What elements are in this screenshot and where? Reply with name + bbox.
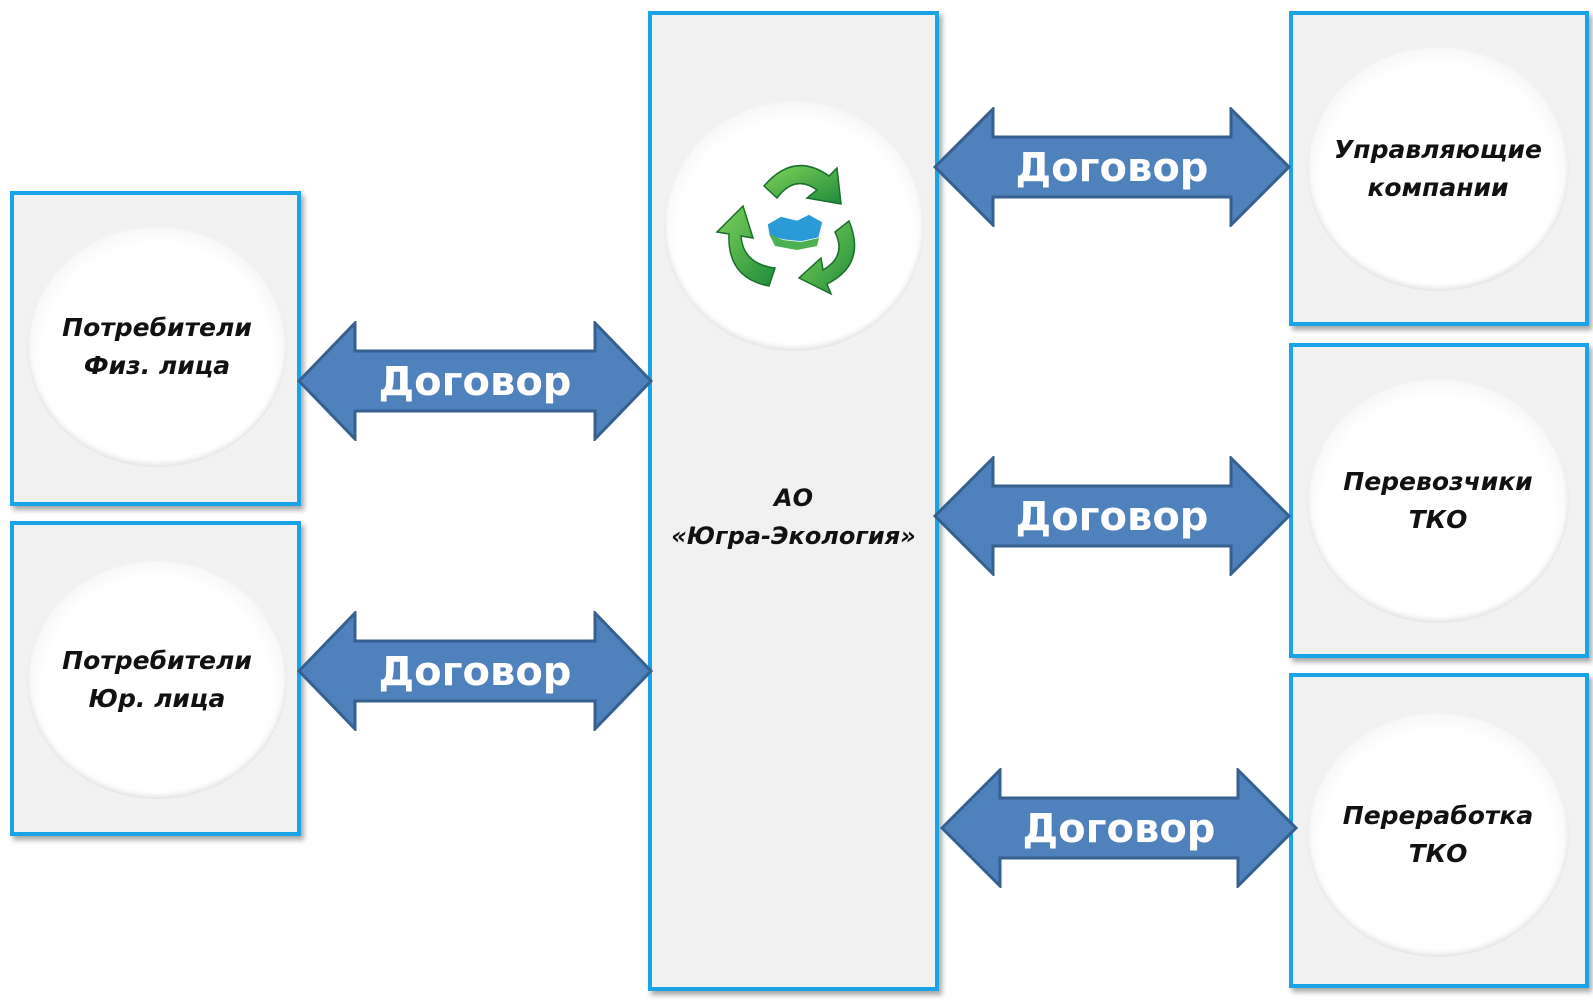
double-arrow-icon: [932, 454, 1292, 578]
node-label-line2: ТКО: [1408, 505, 1468, 534]
double-arrow-icon: [296, 609, 654, 733]
center-title-line1: АО: [774, 484, 813, 512]
node-center-company: АО «Югра-Экология»: [648, 11, 939, 991]
center-title-line2: «Югра-Экология»: [671, 522, 916, 550]
node-waste-processing: Переработка ТКО: [1289, 673, 1589, 988]
node-label-line2: компании: [1367, 173, 1509, 202]
recycle-logo-icon: [715, 164, 856, 296]
node-label-line1: Потребители: [62, 313, 252, 342]
contract-arrow-label: Договор: [378, 649, 572, 695]
contract-arrow-left-2: Договор: [296, 609, 654, 733]
node-label-line1: Потребители: [62, 646, 252, 675]
node-label-line1: Управляющие: [1334, 135, 1542, 164]
contract-arrow-label: Договор: [1022, 806, 1216, 852]
contract-arrow-label: Договор: [1015, 494, 1209, 540]
node-circle: Переработка ТКО: [1307, 713, 1569, 957]
node-waste-carriers: Перевозчики ТКО: [1289, 343, 1589, 658]
node-circle: Управляющие компании: [1307, 47, 1569, 291]
contract-arrow-right-3: Договор: [939, 766, 1299, 890]
node-consumers-legal-entities: Потребители Юр. лица: [10, 521, 301, 836]
double-arrow-icon: [296, 319, 654, 443]
node-label-line1: Переработка: [1342, 801, 1534, 830]
contract-arrow-label: Договор: [378, 359, 572, 405]
contract-arrow-right-2: Договор: [932, 454, 1292, 578]
node-consumers-individuals: Потребители Физ. лица: [10, 191, 301, 506]
contract-arrow-label: Договор: [1015, 145, 1209, 191]
node-circle: Потребители Юр. лица: [27, 561, 287, 799]
node-management-companies: Управляющие компании: [1289, 11, 1589, 326]
contract-arrow-left-1: Договор: [296, 319, 654, 443]
node-label-line2: Юр. лица: [88, 684, 226, 713]
node-label-line2: Физ. лица: [83, 351, 231, 380]
node-label-line2: ТКО: [1408, 839, 1468, 868]
center-title: АО «Югра-Экология»: [652, 479, 935, 555]
logo-circle: [664, 101, 924, 351]
node-circle: Потребители Физ. лица: [27, 227, 287, 467]
node-circle: Перевозчики ТКО: [1307, 379, 1569, 623]
double-arrow-icon: [932, 105, 1292, 229]
node-label-line1: Перевозчики: [1343, 467, 1533, 496]
contract-arrow-right-1: Договор: [932, 105, 1292, 229]
double-arrow-icon: [939, 766, 1299, 890]
